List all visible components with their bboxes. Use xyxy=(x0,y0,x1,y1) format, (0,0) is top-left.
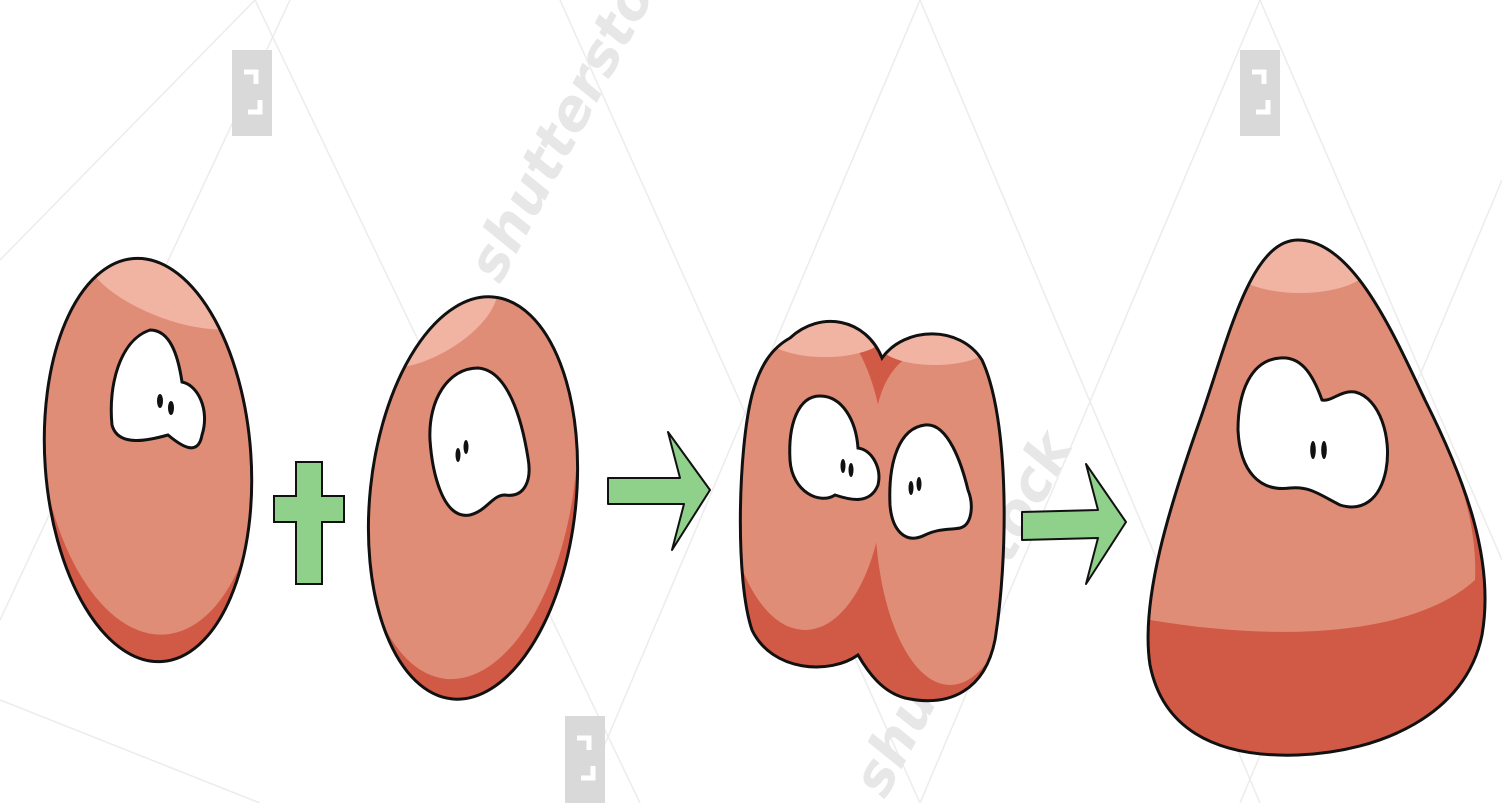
pupil xyxy=(157,394,163,408)
blob-cell-merged xyxy=(725,300,1025,720)
pupil xyxy=(917,477,922,491)
watermark-text: shutterstock xyxy=(455,0,703,292)
pupil xyxy=(168,401,174,415)
blob-cell-combined xyxy=(1130,230,1500,770)
pupil xyxy=(849,463,854,477)
pupil xyxy=(1310,441,1316,459)
watermark-logo-icon xyxy=(1240,50,1280,136)
watermark-logo-icon xyxy=(232,50,272,136)
pupil xyxy=(909,481,914,495)
pupil xyxy=(841,459,846,473)
pupil xyxy=(456,448,461,462)
watermark-logo-icon xyxy=(565,716,605,803)
plus-icon xyxy=(274,462,344,584)
blob-cell-b xyxy=(338,240,598,720)
pupil xyxy=(1321,441,1327,459)
blob-cell-a xyxy=(23,198,278,680)
pupil xyxy=(464,440,469,454)
